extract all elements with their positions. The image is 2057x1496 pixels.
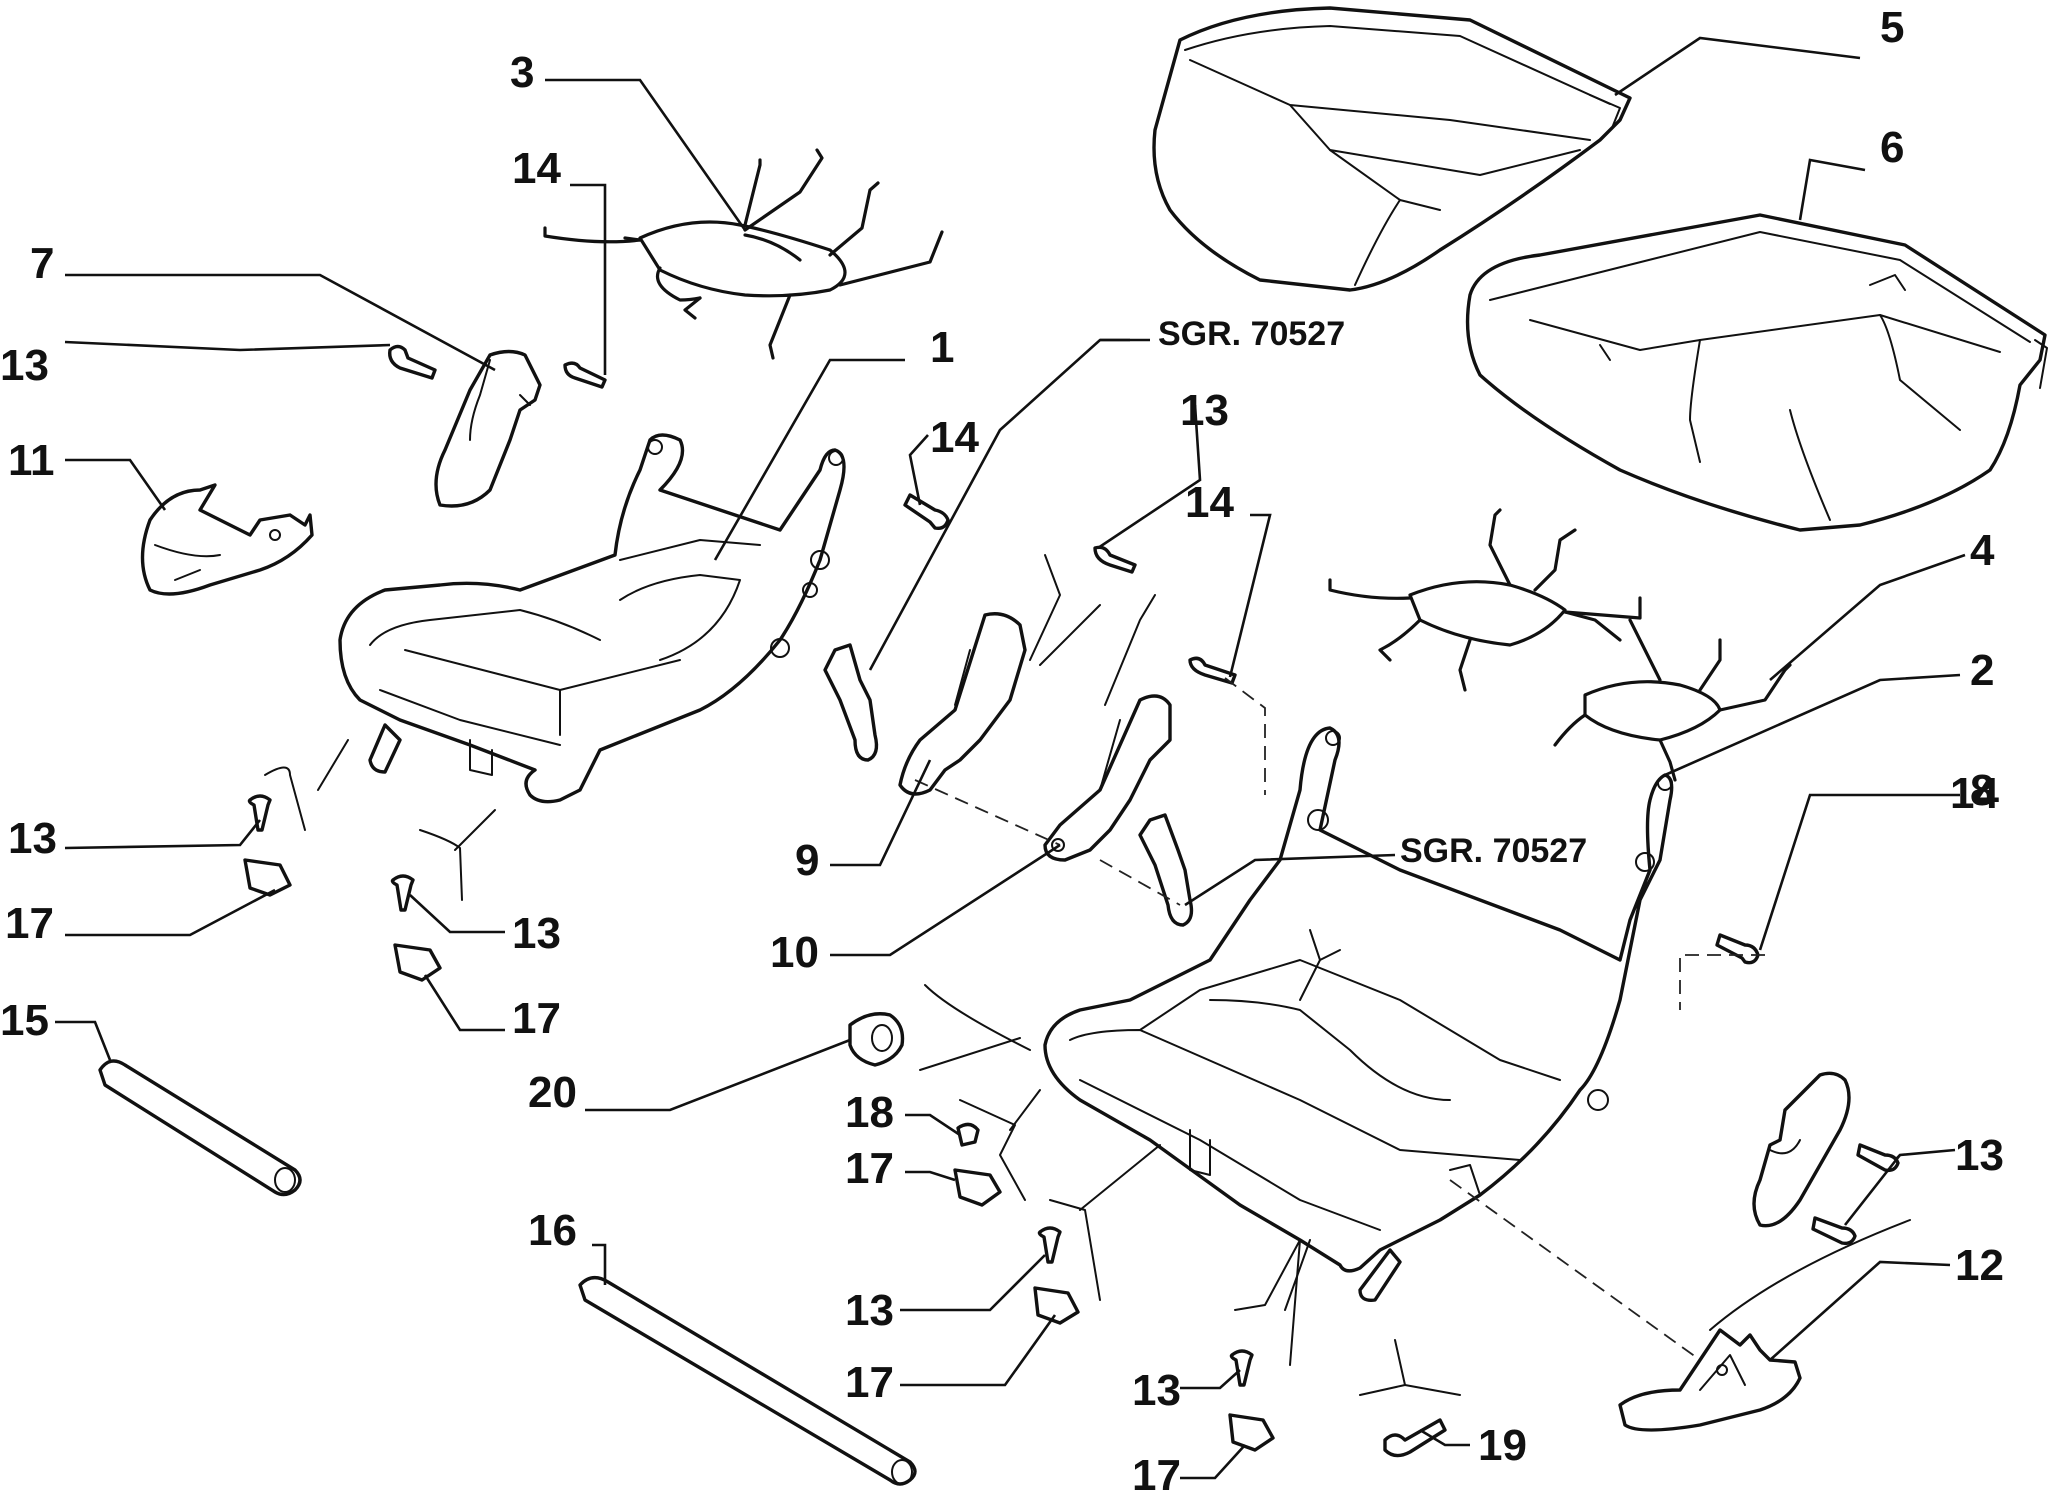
- clip-17-e: [1228, 1413, 1275, 1452]
- part-spring-mat-right: [1328, 508, 1792, 782]
- callout-20: 20: [528, 1068, 577, 1117]
- callout-7: 7: [30, 239, 54, 288]
- screw-13-right-b: [1811, 1216, 1857, 1246]
- callout-3: 3: [510, 48, 534, 97]
- part-side-trim-12: [1618, 1328, 1802, 1432]
- callout-9: 9: [795, 836, 819, 885]
- callout-13-e: 13: [1955, 1131, 2004, 1180]
- callout-14-a: 14: [512, 144, 561, 193]
- part-bracket-9: [898, 612, 1027, 796]
- part-seat-cover: [1465, 213, 2048, 532]
- callout-6: 6: [1880, 123, 1904, 172]
- part-side-trim-11: [140, 483, 314, 596]
- screw-13-small-d: [1229, 1349, 1254, 1387]
- callout-18: 18: [845, 1088, 894, 1137]
- part-side-trim-7: [434, 349, 542, 508]
- clip-17-b: [393, 943, 442, 982]
- screw-14-mid: [903, 493, 950, 531]
- callout-10: 10: [770, 928, 819, 977]
- bushing-20: [848, 1012, 905, 1067]
- callout-13-g: 13: [1132, 1366, 1181, 1415]
- reference-sgr-upper: SGR. 70527: [1158, 315, 1345, 353]
- callout-17-b: 17: [512, 994, 561, 1043]
- callout-5: 5: [1880, 3, 1904, 52]
- callout-4: 4: [1970, 526, 1995, 575]
- part-release-lever-lower: [1138, 813, 1194, 927]
- part-seat-frame-left: [338, 433, 846, 804]
- clip-17-d: [1033, 1286, 1080, 1325]
- callout-17-a: 17: [5, 899, 54, 948]
- alignment-guides: [914, 677, 1765, 1361]
- clip-17-a: [243, 858, 292, 897]
- screw-14-center: [1188, 656, 1237, 685]
- screw-13-small-a: [247, 794, 272, 832]
- callout-14-b: 14: [930, 413, 979, 462]
- part-release-lever-upper: [823, 643, 879, 762]
- screw-13-small-c: [1037, 1226, 1062, 1264]
- screw-13-small-b: [390, 874, 415, 912]
- part-seat-cushion-pad: [1152, 6, 1632, 292]
- callout-17-c: 17: [845, 1144, 894, 1193]
- callout-14-d: 14: [1950, 769, 1999, 818]
- screw-14-upper-left: [563, 361, 607, 389]
- explode-indicator-lines: [264, 554, 1911, 1396]
- callout-2: 2: [1970, 646, 1994, 695]
- screw-13-mid: [1093, 545, 1137, 574]
- screw-14-right: [1715, 933, 1760, 965]
- callout-13-c: 13: [8, 814, 57, 863]
- part-side-trim-8: [1752, 1071, 1851, 1228]
- part-seat-frame-right: [1043, 726, 1674, 1302]
- callout-12: 12: [1955, 1241, 2004, 1290]
- callout-1: 1: [930, 323, 954, 372]
- callout-13-d: 13: [512, 909, 561, 958]
- callout-17-e: 17: [1132, 1451, 1181, 1496]
- tube-15: [98, 1059, 302, 1197]
- tube-16: [578, 1276, 917, 1486]
- reference-sgr-lower: SGR. 70527: [1400, 832, 1587, 870]
- callout-15: 15: [0, 996, 49, 1045]
- callout-11: 11: [8, 436, 55, 485]
- callout-13-a: 13: [0, 341, 49, 390]
- callout-13-f: 13: [845, 1286, 894, 1335]
- part-spring-mat-left: [543, 148, 944, 360]
- callout-13-b: 13: [1180, 386, 1229, 435]
- clip-17-c: [953, 1168, 1002, 1207]
- callout-14-c: 14: [1185, 478, 1234, 527]
- callout-8: 8: [1970, 766, 1994, 815]
- callout-17-d: 17: [845, 1358, 894, 1407]
- part-bracket-10: [1043, 694, 1172, 862]
- leader-lines: [55, 36, 1966, 1480]
- plug-18: [956, 1122, 980, 1147]
- callout-19: 19: [1478, 1421, 1527, 1470]
- screw-13-upper-left: [388, 344, 437, 380]
- bolt-19: [1383, 1418, 1447, 1458]
- callout-16: 16: [528, 1206, 577, 1255]
